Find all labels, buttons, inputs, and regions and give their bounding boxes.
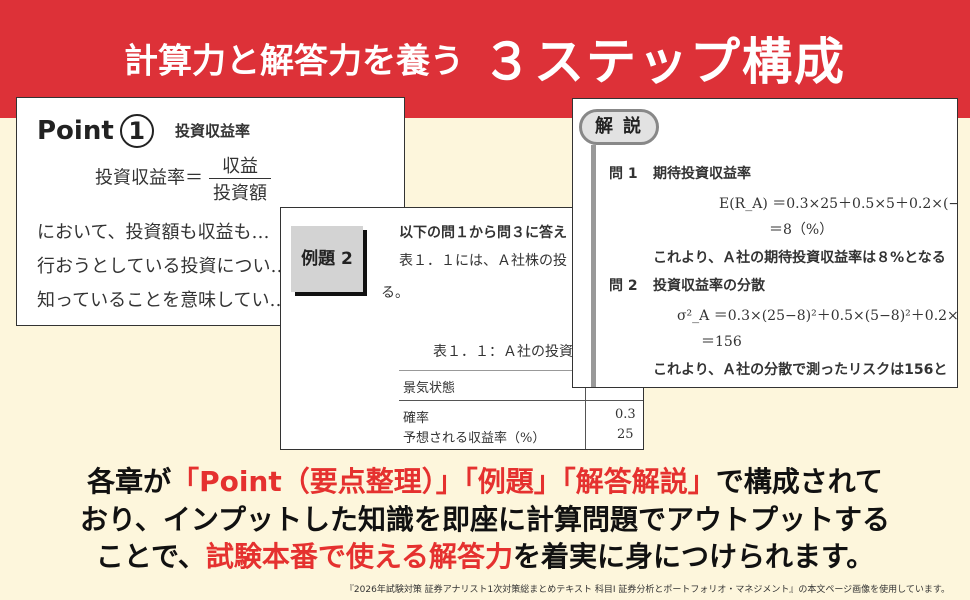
example-line2: る。 — [381, 285, 409, 301]
q2-equation: σ²_A ＝0.3×(25−8)²＋0.5×(5−8)²＋0.2× — [677, 308, 958, 324]
example-badge: 例題 2 — [291, 226, 363, 292]
q1-title: 期待投資収益率 — [653, 166, 751, 182]
q2-result: ＝156 — [701, 334, 742, 350]
description-line-2: おり、インプットした知識を即座に計算問題でアウトプットする — [79, 503, 891, 536]
q2-note: これより、Ａ社の分散で測ったリスクは156と — [653, 362, 948, 378]
point-text: において、投資額も収益も…行おうとしている投資につい…知っていることを意味してい… — [37, 222, 289, 311]
table-caption: 表１．１：Ａ社の投資 — [433, 344, 573, 360]
answer-badge: 解説 — [579, 109, 659, 145]
example-intro: 以下の問１から問３に答え — [399, 225, 567, 241]
table-row: 予想される収益率（%）25 — [403, 427, 634, 446]
footnote: 『2026年試験対策 証券アナリスト1次対策総まとめテキスト 科目Ⅰ 証券分析と… — [344, 585, 950, 595]
point-number-icon: 1 — [119, 114, 154, 148]
example-line1: 表１．１には、Ａ社株の投 — [399, 253, 567, 269]
title-main: ３ステップ構成 — [482, 33, 846, 91]
q2-title: 投資収益率の分散 — [653, 278, 765, 294]
point-heading: 投資収益率 — [175, 122, 251, 140]
description-line-1: 各章が「Point（要点整理）」「例題」「解答解説」で構成されて — [87, 465, 883, 498]
point-formula: 投資収益率＝収益投資額 — [95, 152, 271, 205]
q1-result: ＝8（%） — [769, 222, 834, 238]
title-lead: 計算力と解答力を養う — [124, 41, 464, 82]
answer-page-sample: 解説 問 1 期待投資収益率 E(R_A) ＝0.3×25＋0.5×5＋0.2×… — [572, 98, 958, 388]
side-rule — [591, 145, 596, 387]
q1-note: これより、Ａ社の期待投資収益率は８%となる — [653, 250, 946, 266]
q1-label: 問 1 — [609, 166, 638, 182]
table-header: 景気状態 — [399, 371, 643, 401]
description-line-3: ことで、試験本番で使える解答力を着実に身につけられます。 — [95, 540, 875, 573]
q2-label: 問 2 — [609, 278, 638, 294]
page-title: 計算力と解答力を養う ３ステップ構成 — [0, 22, 970, 94]
q1-equation: E(R_A) ＝0.3×25＋0.5×5＋0.2×(− — [719, 196, 958, 212]
